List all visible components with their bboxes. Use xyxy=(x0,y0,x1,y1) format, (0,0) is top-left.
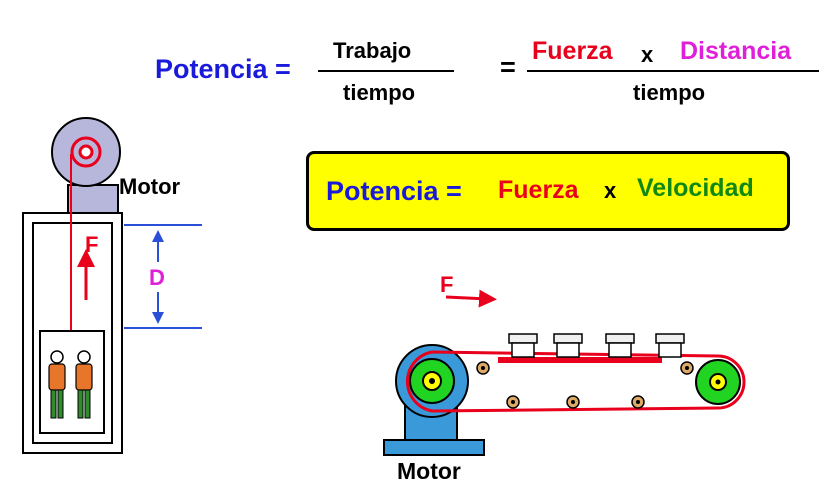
velocity-formula-box xyxy=(306,151,790,231)
potencia-label-top: Potencia = xyxy=(155,54,291,84)
multiply-op-top: x xyxy=(641,42,654,67)
fuerza-box: Fuerza xyxy=(498,176,579,204)
equals-sign-2: = xyxy=(500,52,516,82)
elevator-force-label: F xyxy=(85,232,99,257)
distance-dimension xyxy=(124,224,202,329)
person-icon-left xyxy=(48,350,66,419)
trabajo-numerator: Trabajo xyxy=(333,38,412,63)
fuerza-numerator: Fuerza xyxy=(532,37,613,65)
conveyor-belt xyxy=(406,350,746,413)
distancia-numerator: Distancia xyxy=(680,37,792,65)
conveyor-force-label: F xyxy=(440,272,454,297)
conveyor-force-arrow xyxy=(445,289,497,308)
tiempo-denominator-1: tiempo xyxy=(343,80,416,105)
drive-pulley xyxy=(695,359,741,405)
elevator-motor xyxy=(51,117,121,214)
tiempo-denominator-2: tiempo xyxy=(633,80,706,105)
elevator-motor-label: Motor xyxy=(119,174,181,199)
conveyor-rollers xyxy=(476,361,694,409)
fraction-line-1 xyxy=(318,70,454,72)
multiply-op-box: x xyxy=(604,178,617,203)
conveyor-boxes xyxy=(508,333,685,358)
fraction-line-2 xyxy=(527,70,819,72)
velocidad-box: Velocidad xyxy=(637,174,754,202)
conveyor-motor-label: Motor xyxy=(397,458,461,484)
distance-label: D xyxy=(149,265,165,290)
potencia-label-box: Potencia = xyxy=(326,176,462,206)
person-icon-right xyxy=(75,350,93,419)
